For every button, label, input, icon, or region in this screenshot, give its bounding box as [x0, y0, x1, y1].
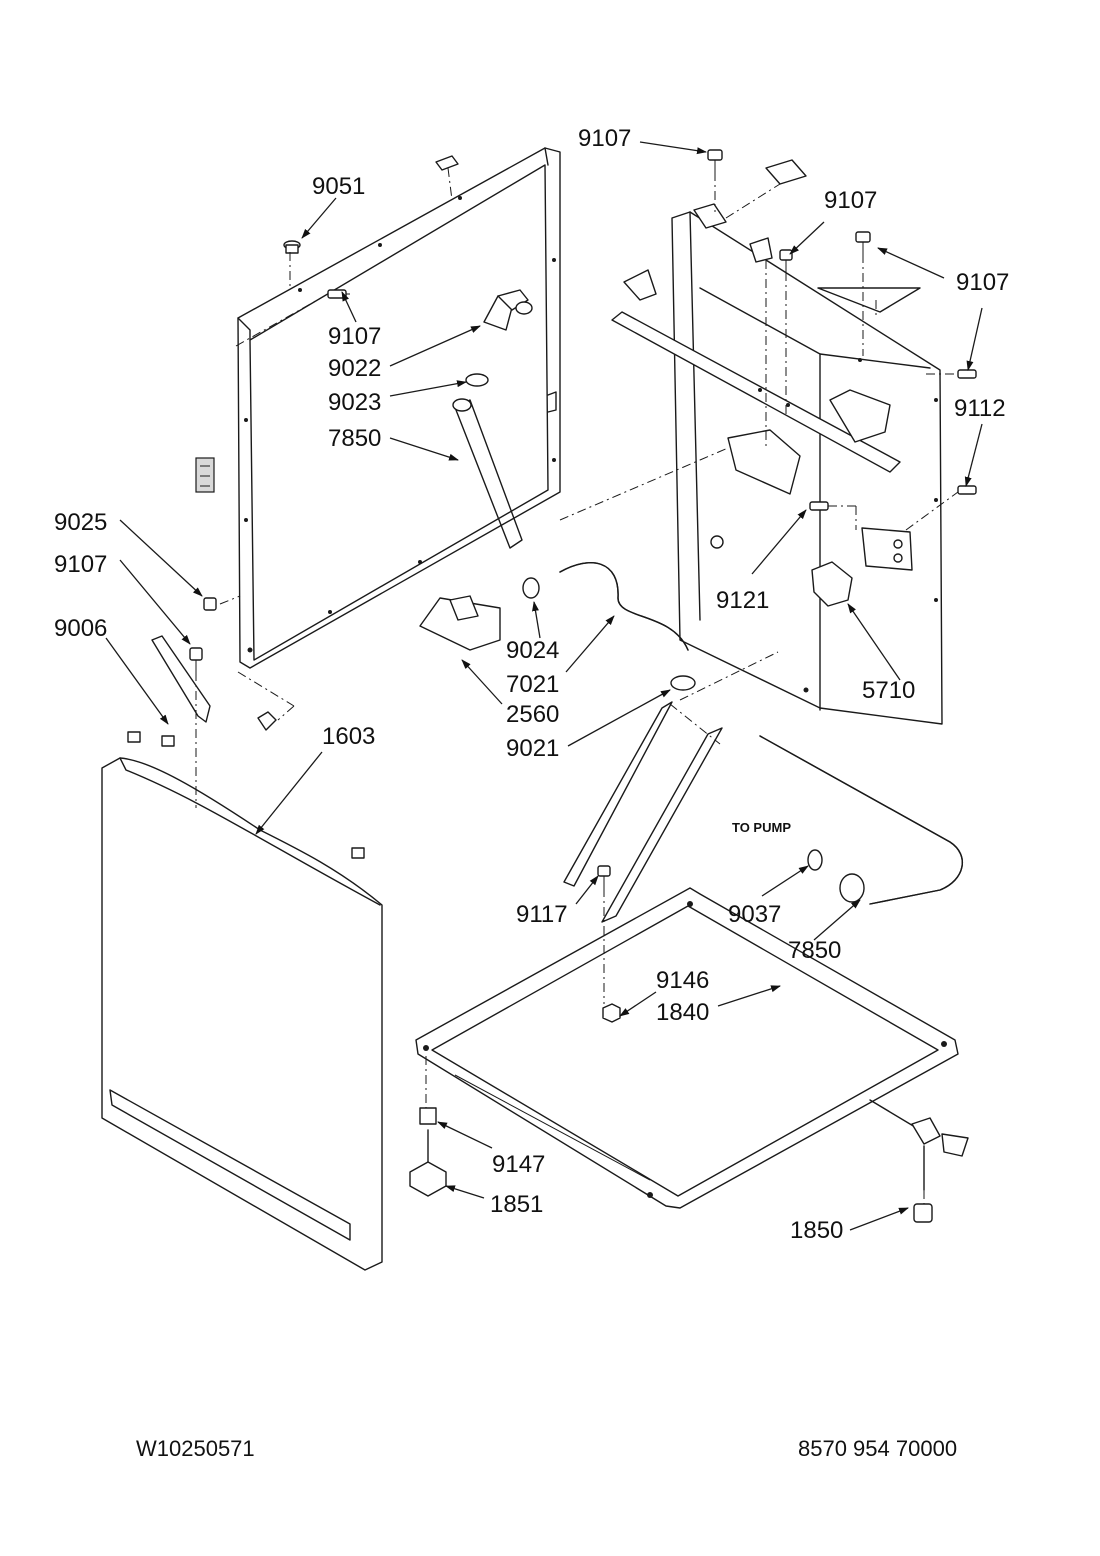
valve-5710 — [811, 527, 913, 607]
base-frame — [415, 887, 959, 1209]
callout-9021: 9021 — [506, 735, 559, 762]
foam-block — [195, 457, 215, 493]
brace-9006 — [151, 635, 211, 723]
callout-labels: 9107 9051 9107 9107 9107 9022 9023 7850 … — [54, 125, 1009, 1244]
callout-9037: 9037 — [728, 901, 781, 928]
callout-9121: 9121 — [716, 587, 769, 614]
strip-left — [563, 701, 673, 887]
callout-9025: 9025 — [54, 509, 107, 536]
callout-9117: 9117 — [516, 901, 568, 928]
drain-hose-7850 — [759, 735, 963, 905]
plug-9051 — [283, 240, 301, 254]
callout-1840: 1840 — [656, 999, 709, 1026]
callout-2560: 2560 — [506, 701, 559, 728]
clamp-9037 — [807, 849, 823, 871]
callout-9107-right-c: 9107 — [956, 269, 1009, 296]
to-pump-label: TO PUMP — [732, 820, 791, 835]
nut-9146 — [602, 1003, 621, 1023]
rear-panel — [611, 211, 943, 725]
callout-9022: 9022 — [328, 355, 381, 382]
callout-7850-fill-hose: 7850 — [328, 425, 381, 452]
side-panel — [237, 147, 561, 669]
catalog-number: 8570 954 70000 — [798, 1436, 958, 1461]
clamp-9023 — [465, 373, 489, 387]
callout-9147: 9147 — [492, 1151, 545, 1178]
screws-right — [707, 149, 977, 511]
screw-9107-brace — [189, 647, 203, 672]
callout-1603: 1603 — [322, 723, 375, 750]
clamp-9024 — [522, 577, 540, 599]
doc-number: W10250571 — [136, 1436, 255, 1461]
callout-leaders — [105, 141, 983, 1231]
front-panel — [101, 731, 383, 1271]
callout-9107-top: 9107 — [578, 125, 631, 152]
dashed-leader-lines — [195, 167, 959, 1204]
clip-9025 — [203, 597, 217, 611]
top-clip-part — [435, 155, 459, 171]
callout-1850: 1850 — [790, 1217, 843, 1244]
clamp-9021 — [670, 675, 696, 691]
rear-leg-1850 — [869, 1099, 969, 1223]
callout-9024: 9024 — [506, 637, 559, 664]
fill-assembly-2560 — [419, 595, 501, 651]
callout-9051: 9051 — [312, 173, 365, 200]
screw-9117 — [597, 865, 611, 888]
callout-9006: 9006 — [54, 615, 107, 642]
water-valve-bracket — [727, 429, 801, 495]
callout-7021: 7021 — [506, 671, 559, 698]
callout-9146: 9146 — [656, 967, 709, 994]
leg-9147 — [419, 1107, 437, 1125]
fill-fitting-9022 — [483, 289, 533, 331]
bracket-top-rear — [623, 159, 807, 301]
callout-7850-drain-hose: 7850 — [788, 937, 841, 964]
callout-9107-right-b: 9107 — [824, 187, 877, 214]
callout-1851: 1851 — [490, 1191, 543, 1218]
hose-7021 — [559, 562, 689, 651]
callout-9112: 9112 — [954, 395, 1006, 422]
callout-9107-left-brace: 9107 — [54, 551, 107, 578]
leveling-foot-1851 — [409, 1129, 447, 1197]
callout-5710: 5710 — [862, 677, 915, 704]
callout-9023: 9023 — [328, 389, 381, 416]
callout-9107-left-panel: 9107 — [328, 323, 381, 350]
fill-hose-7850 — [452, 398, 523, 549]
bottom-bracket-small — [257, 711, 277, 731]
strip-right — [601, 727, 723, 923]
